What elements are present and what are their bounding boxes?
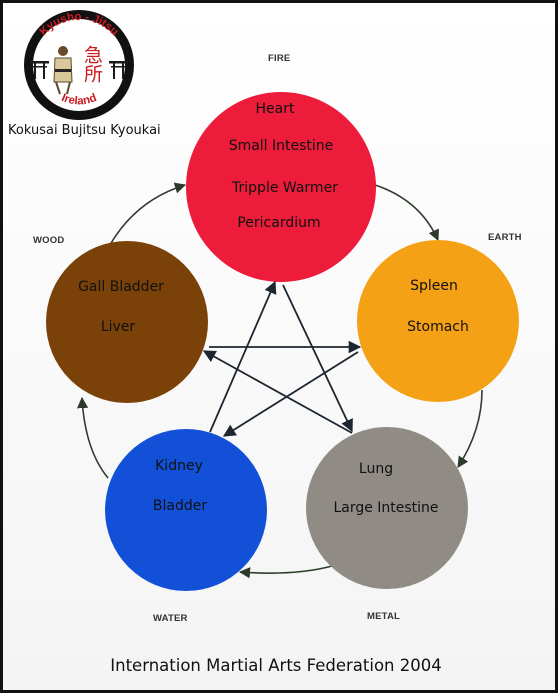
metal-line-lung: Lung xyxy=(359,461,393,477)
label-earth: EARTH xyxy=(488,232,522,243)
metal-circle xyxy=(306,427,468,589)
wood-line-liver: Liver xyxy=(101,319,136,335)
earth-line-spleen: Spleen xyxy=(410,278,458,294)
arrow-metal-to-water xyxy=(238,565,333,579)
logo-kanji: 急所 xyxy=(81,45,103,83)
organization-name: Kokusai Bujitsu Kyoukai xyxy=(8,123,161,138)
earth-text: Spleen Stomach xyxy=(407,278,469,335)
arrow-water-to-fire xyxy=(209,280,277,433)
wood-text: Gall Bladder Liver xyxy=(78,279,164,335)
water-line-bladder: Bladder xyxy=(153,498,207,514)
label-fire: FIRE xyxy=(268,53,290,64)
arrow-earth-to-metal xyxy=(457,389,483,468)
torii-gate-icon xyxy=(30,61,128,79)
metal-line-large-intestine: Large Intestine xyxy=(333,500,438,516)
martial-artist-icon xyxy=(53,46,73,95)
wood-circle xyxy=(46,241,208,403)
metal-text: Lung Large Intestine xyxy=(333,461,438,516)
water-circle xyxy=(105,429,267,591)
fire-circle xyxy=(186,92,376,282)
logo-inner-disc xyxy=(33,19,125,111)
arrow-metal-to-wood xyxy=(202,350,353,434)
controlling-cycle-arrows xyxy=(202,280,362,437)
arrow-fire-to-earth xyxy=(374,184,439,242)
fire-line-tripple-warmer: Tripple Warmer xyxy=(231,180,338,196)
label-metal: METAL xyxy=(367,611,400,622)
footer-caption: Internation Martial Arts Federation 2004 xyxy=(110,656,442,675)
fire-text: Heart Small Intestine Tripple Warmer Per… xyxy=(229,101,338,231)
earth-line-stomach: Stomach xyxy=(407,319,469,335)
arrow-water-to-wood xyxy=(76,396,109,479)
logo: Kyusho - Jitsu Ireland 急所 xyxy=(24,10,134,120)
fire-line-pericardium: Pericardium xyxy=(237,215,320,231)
earth-circle xyxy=(357,240,519,402)
arrow-earth-to-water xyxy=(222,351,359,437)
label-wood: WOOD xyxy=(33,235,64,246)
label-water: WATER xyxy=(153,613,188,624)
water-text: Kidney Bladder xyxy=(153,458,207,514)
wood-line-gall-bladder: Gall Bladder xyxy=(78,279,164,295)
fire-line-small-intestine: Small Intestine xyxy=(229,138,334,154)
water-line-kidney: Kidney xyxy=(155,458,203,474)
logo-bottom-text: Ireland xyxy=(60,92,99,108)
arrow-fire-to-metal xyxy=(282,284,353,433)
fire-line-heart: Heart xyxy=(256,101,295,117)
